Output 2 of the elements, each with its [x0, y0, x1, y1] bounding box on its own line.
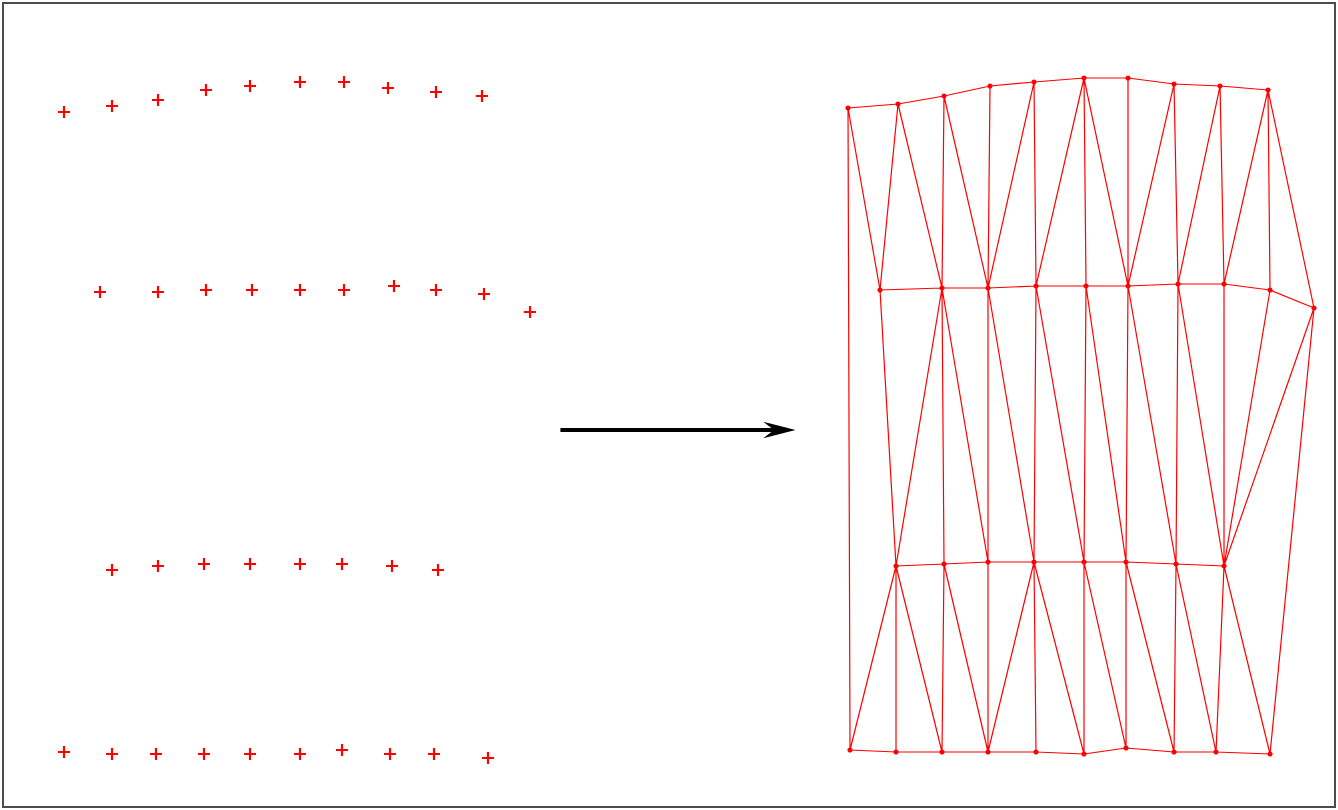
mesh-drawing [845, 75, 1317, 757]
point-cloud-drawing [56, 74, 538, 766]
